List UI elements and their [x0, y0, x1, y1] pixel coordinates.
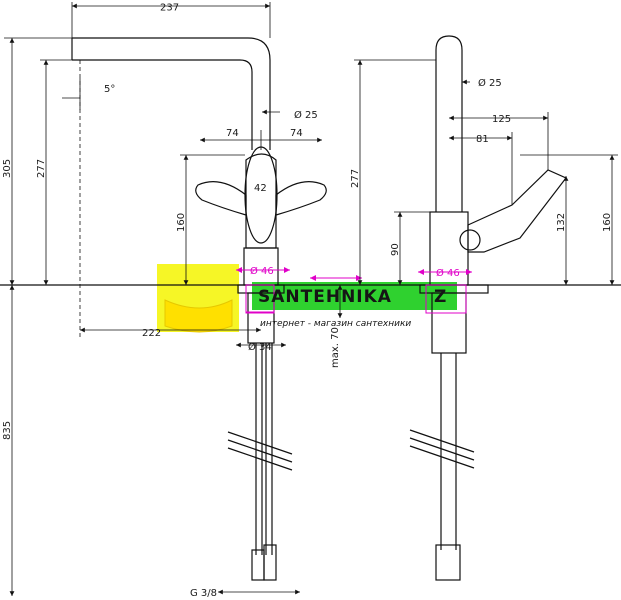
label-max70: max. 70 [330, 327, 341, 368]
handle-center [244, 146, 278, 244]
watermark-tagline: интернет - магазин сантехники [260, 319, 411, 329]
watermark-logo [157, 264, 457, 333]
spout-inner [72, 59, 253, 150]
side-hose-fitting [435, 544, 461, 581]
magenta-box-side [425, 284, 467, 314]
label-g38: G 3/8 [190, 588, 217, 599]
break-mark-front-1 [227, 439, 293, 463]
faucet-body [245, 153, 277, 249]
label-835: 835 [2, 421, 13, 440]
label-diam-46-side: Ø 46 [436, 267, 460, 279]
label-90: 90 [390, 243, 401, 256]
label-42: 42 [254, 183, 267, 194]
magenta-markup [236, 267, 472, 314]
label-diam-46-front: Ø 46 [250, 265, 274, 277]
label-74-left: 74 [226, 128, 239, 139]
watermark-brand: SANTEHNIKA [258, 287, 392, 307]
watermark-brand-suffix: Z [434, 287, 447, 307]
side-shank [431, 292, 467, 354]
label-160-side: 160 [602, 213, 613, 232]
label-237: 237 [160, 2, 179, 13]
label-277: 277 [36, 159, 47, 178]
label-277-side: 277 [350, 169, 361, 188]
front-view [71, 37, 327, 581]
front-dimensions [4, 2, 343, 596]
magenta-box-front [245, 284, 275, 314]
label-305: 305 [2, 159, 13, 178]
label-222: 222 [142, 328, 161, 339]
label-160-front: 160 [176, 213, 187, 232]
label-81: 81 [476, 134, 489, 145]
hose-fitting-right [263, 544, 277, 581]
label-diam-34: Ø 34 [248, 341, 272, 353]
label-diam-25-side: Ø 25 [478, 77, 502, 89]
watermark-green-banner [252, 282, 457, 310]
label-diam-25-front: Ø 25 [294, 109, 318, 121]
handle-wing-right [275, 181, 327, 216]
spout-outer [72, 37, 271, 150]
handle-wing-left [195, 181, 247, 216]
side-lever-pivot [459, 229, 481, 251]
break-mark-side-1 [409, 429, 475, 453]
break-mark-side-3 [409, 445, 475, 469]
break-mark-front-3 [227, 431, 293, 455]
label-5deg: 5° [104, 84, 115, 95]
side-lever [467, 169, 567, 253]
label-125: 125 [492, 114, 511, 125]
label-132: 132 [556, 213, 567, 232]
break-mark-front-2 [227, 447, 293, 471]
label-74-right: 74 [290, 128, 303, 139]
side-view [409, 35, 567, 581]
side-spout-pipe [435, 35, 463, 212]
side-dimensions [354, 59, 618, 285]
break-mark-side-2 [409, 437, 475, 461]
